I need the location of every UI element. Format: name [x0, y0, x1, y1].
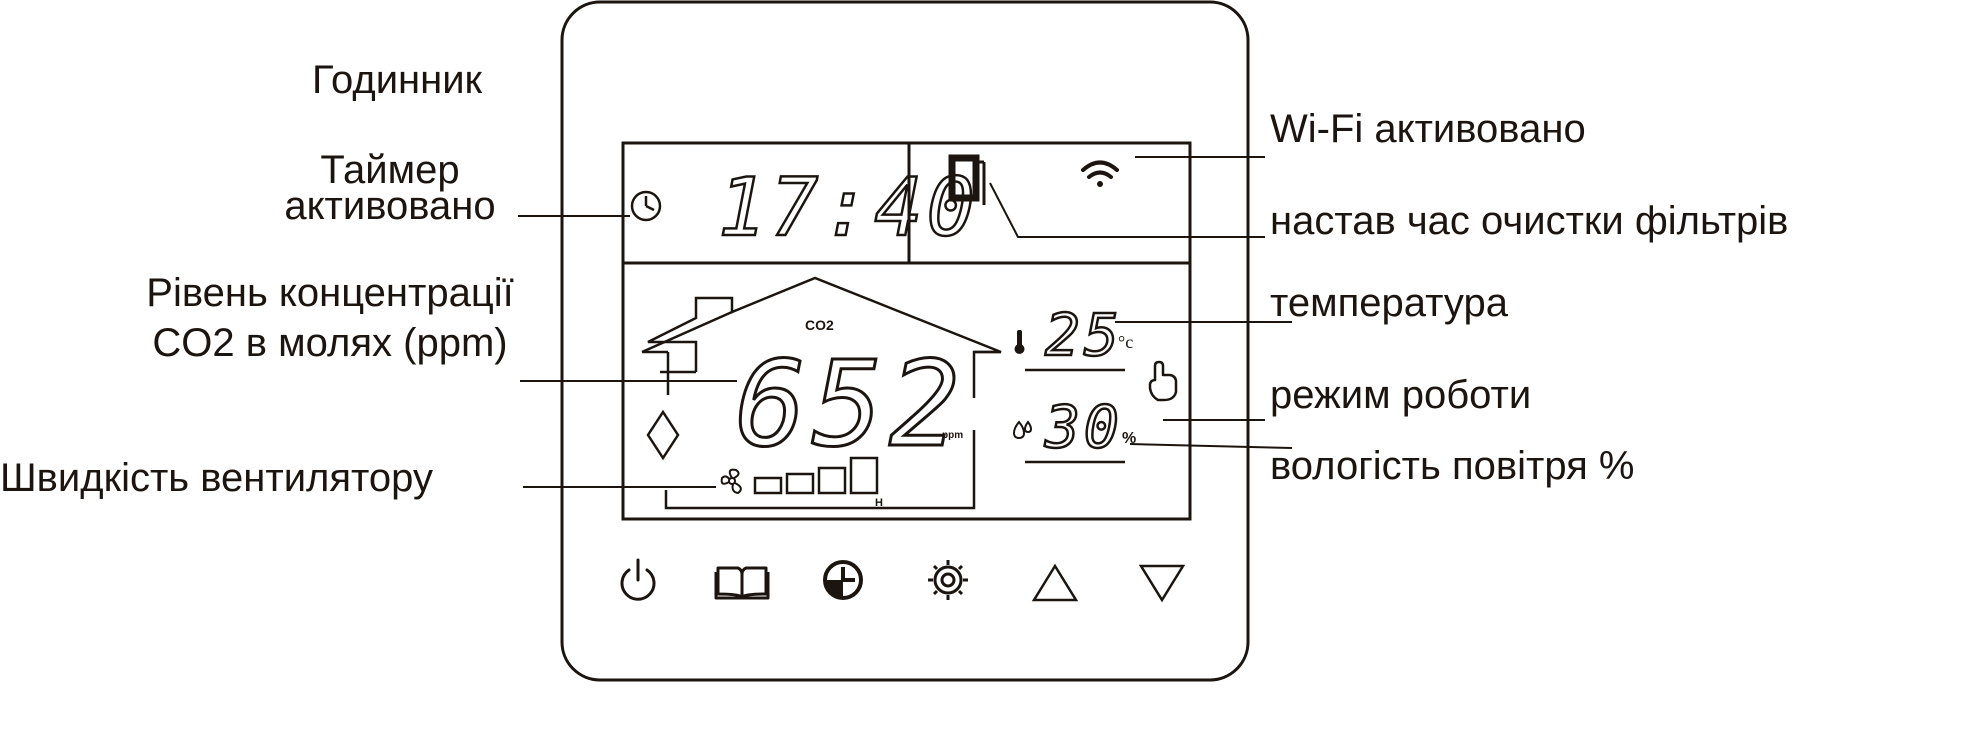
- fan-bar-1: [753, 476, 783, 495]
- humidity-droplet-icon: [1012, 420, 1033, 440]
- clock-button[interactable]: [815, 552, 871, 608]
- settings-button[interactable]: [920, 552, 976, 608]
- fan-speed-bars: [753, 456, 879, 495]
- house-roof-left: [641, 310, 733, 354]
- gear-icon: [928, 560, 968, 600]
- humidity-unit: %: [1122, 430, 1136, 447]
- wifi-icon: [1081, 160, 1119, 187]
- temperature-value: 25: [1045, 301, 1123, 369]
- temperature-unit: °c: [1118, 332, 1133, 352]
- clock-icon: [823, 560, 863, 600]
- fan-icon: [720, 468, 742, 495]
- co2-unit: ppm: [942, 430, 963, 441]
- label-co2-line2: CO2 в молях (ppm): [152, 321, 508, 365]
- co2-value: 652: [735, 335, 966, 473]
- lcd-main-panel: [621, 261, 1192, 521]
- arrow-down-icon: [1138, 564, 1186, 603]
- fan-bar-4: [849, 456, 879, 495]
- book-button[interactable]: [712, 552, 770, 608]
- label-clock: Годинник: [312, 58, 483, 102]
- label-co2-line1: Рівень концентрації: [146, 271, 514, 315]
- power-button[interactable]: [610, 552, 666, 608]
- callout-filter: [989, 182, 1265, 238]
- label-temperature: температура: [1270, 281, 1508, 325]
- book-icon: [714, 566, 770, 600]
- up-button[interactable]: [1025, 552, 1085, 608]
- filter-icon: [948, 154, 986, 205]
- label-timer-line1: Таймер: [320, 148, 460, 192]
- label-filter: настав час очистки фільтрів: [1270, 199, 1789, 243]
- fan-bar-2: [785, 472, 815, 495]
- fan-level-letter: H: [875, 497, 883, 509]
- time-readout: 17:40: [718, 161, 979, 254]
- fan-bar-3: [817, 466, 847, 495]
- hand-mode-icon: [1148, 360, 1178, 402]
- down-button[interactable]: [1132, 552, 1192, 608]
- label-fan-speed: Швидкість вентилятору: [0, 456, 433, 500]
- humidity-value: 30: [1044, 393, 1123, 461]
- thermometer-icon: [1014, 330, 1025, 354]
- arrow-up-icon: [1031, 563, 1079, 602]
- co2-tag: CO2: [805, 317, 834, 333]
- power-icon: [620, 558, 656, 601]
- label-timer-line2: активовано: [284, 184, 496, 228]
- label-mode: режим роботи: [1270, 373, 1532, 417]
- timer-clock-icon: [630, 190, 662, 222]
- mode-diamond-icon: [646, 409, 680, 461]
- house-walls: [664, 352, 976, 510]
- callout-humidity: [1129, 443, 1293, 449]
- label-co2: Рівень концентрації CO2 в молях (ppm): [100, 270, 560, 366]
- callout-lines: [518, 156, 1293, 488]
- device-body: [560, 0, 1250, 682]
- label-humidity: вологість повітря %: [1270, 444, 1635, 488]
- label-timer: Таймер активовано: [255, 147, 525, 229]
- label-wifi: Wi-Fi активовано: [1270, 107, 1586, 151]
